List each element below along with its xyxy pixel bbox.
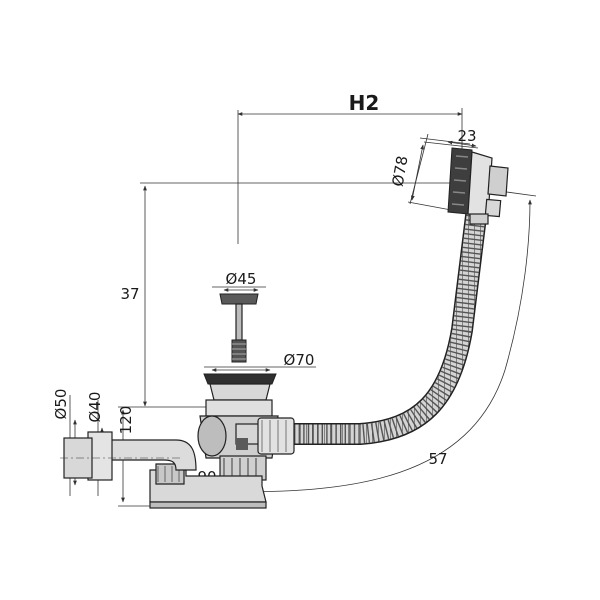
d37-label: 37 (120, 285, 139, 303)
flexible-hose (248, 198, 489, 445)
d23-label: 23 (457, 127, 476, 145)
d120-label: 120 (117, 406, 135, 435)
plug-stopper (219, 293, 259, 363)
dimension-37: 37 (120, 182, 456, 407)
d50-label: Ø50 (52, 389, 70, 420)
waste-body (197, 373, 295, 459)
trap-outlet (60, 431, 267, 509)
d45-label: Ø45 (226, 270, 257, 288)
dimension-h2: H2 (237, 91, 463, 244)
overflow-head (447, 147, 509, 225)
dimension-23: 23 (423, 127, 479, 149)
d70-label: Ø70 (284, 351, 315, 369)
d57-label: 57 (428, 450, 447, 468)
dimension-78: Ø78 (389, 133, 471, 213)
dimension-45: Ø45 (212, 270, 266, 292)
d78-label: Ø78 (389, 154, 412, 188)
dimension-57: 57 (235, 189, 537, 493)
d40-label: Ø40 (86, 392, 104, 423)
dimension-70: Ø70 (204, 351, 316, 372)
h2-label: H2 (349, 91, 380, 115)
